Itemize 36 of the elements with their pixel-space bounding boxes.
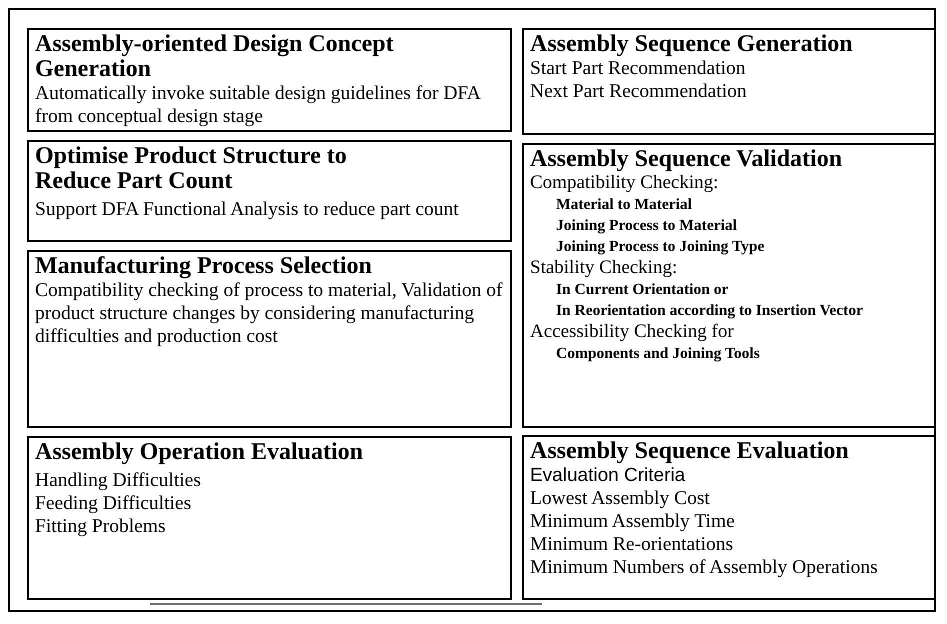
box-heading: Optimise Product Structure to Reduce Part Count bbox=[35, 144, 348, 194]
box-text: Fitting Problems bbox=[35, 515, 167, 538]
box-text: Compatibility checking of process to material, Validation of product structure changes by considering manufacturing difficulties and production cost bbox=[35, 279, 504, 348]
text-box bbox=[522, 435, 936, 600]
box-text: Minimum Numbers of Assembly Operations bbox=[530, 556, 879, 579]
sub-item-text: In Reorientation according to Insertion Vector bbox=[555, 301, 864, 321]
box-text: Minimum Assembly Time bbox=[530, 510, 736, 533]
box-heading: Assembly-oriented Design Concept Generation bbox=[35, 32, 395, 82]
sub-item-text: Components and Joining Tools bbox=[555, 344, 761, 364]
text-box bbox=[27, 250, 512, 428]
sub-item-text: Material to Material bbox=[555, 195, 693, 215]
box-text: Accessibility Checking for bbox=[530, 321, 735, 343]
box-heading: Assembly Sequence Validation bbox=[530, 147, 844, 172]
box-text: Feeding Difficulties bbox=[35, 492, 192, 515]
text-box bbox=[27, 28, 512, 132]
box-text: Lowest Assembly Cost bbox=[530, 487, 711, 510]
box-text: Handling Difficulties bbox=[35, 469, 202, 492]
text-box bbox=[27, 140, 512, 242]
sub-item-text: Joining Process to Material bbox=[555, 216, 738, 236]
sub-item-text: Joining Process to Joining Type bbox=[555, 237, 766, 257]
sub-item-text: In Current Orientation or bbox=[555, 280, 730, 300]
box-text: Automatically invoke suitable design guidelines for DFA from conceptual design stage bbox=[35, 82, 482, 128]
box-text: Next Part Recommendation bbox=[530, 80, 748, 103]
box-text: Minimum Re-orientations bbox=[530, 533, 734, 556]
box-text: Stability Checking: bbox=[530, 257, 678, 279]
box-subheading: Evaluation Criteria bbox=[530, 464, 686, 487]
box-heading: Manufacturing Process Selection bbox=[35, 254, 373, 279]
text-box bbox=[522, 143, 936, 428]
box-text: Support DFA Functional Analysis to reduce part count bbox=[35, 198, 460, 221]
box-heading: Assembly Sequence Generation bbox=[530, 32, 854, 57]
box-text: Compatibility Checking: bbox=[530, 172, 720, 194]
text-box bbox=[522, 28, 936, 135]
box-heading: Assembly Operation Evaluation bbox=[35, 440, 364, 465]
text-box bbox=[27, 436, 512, 600]
box-text: Start Part Recommendation bbox=[530, 57, 747, 80]
box-heading: Assembly Sequence Evaluation bbox=[530, 439, 850, 464]
